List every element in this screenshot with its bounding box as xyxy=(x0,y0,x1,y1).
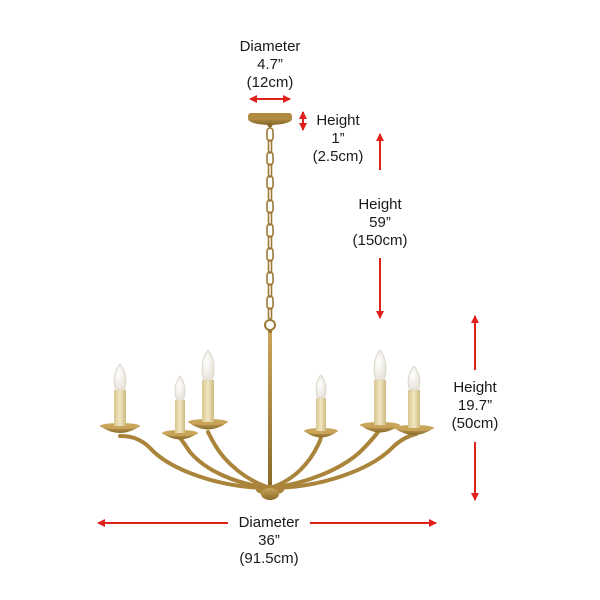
fixture-height-label: Height 19.7” (50cm) xyxy=(442,379,508,433)
fixture-diameter-metric: (91.5cm) xyxy=(239,550,299,567)
fixture-diameter-imperial: 36” xyxy=(258,532,280,549)
chain-height-imperial: 59” xyxy=(369,214,391,231)
chain-height-label: Height 59” (150cm) xyxy=(345,196,415,250)
fixture-height-metric: (50cm) xyxy=(451,415,499,432)
center-rod xyxy=(268,333,272,485)
chandelier-arms xyxy=(118,430,418,490)
candle-light-1 xyxy=(100,363,140,433)
canopy-diameter-metric: (12cm) xyxy=(246,74,294,91)
fixture-height-title: Height xyxy=(453,379,497,396)
candle-light-4 xyxy=(304,374,338,438)
canopy-height-title: Height xyxy=(316,112,360,129)
ceiling-canopy xyxy=(248,113,292,128)
candle-light-6 xyxy=(394,365,434,435)
candle-light-5 xyxy=(360,349,400,433)
bottom-finial xyxy=(256,485,284,500)
candle-light-2 xyxy=(162,375,198,440)
canopy-diameter-imperial: 4.7” xyxy=(257,56,283,73)
canopy-height-imperial: 1” xyxy=(331,130,345,147)
chain-height-metric: (150cm) xyxy=(352,232,408,249)
candle-light-3 xyxy=(188,349,228,430)
chain-height-title: Height xyxy=(358,196,402,213)
canopy-diameter-title: Diameter xyxy=(239,38,301,55)
canopy-diameter-label: Diameter 4.7” (12cm) xyxy=(228,38,312,92)
canopy-height-metric: (2.5cm) xyxy=(312,148,364,165)
canopy-height-label: Height 1” (2.5cm) xyxy=(306,112,370,166)
hanging-chain xyxy=(266,127,274,320)
fixture-diameter-title: Diameter xyxy=(238,514,300,531)
fixture-height-imperial: 19.7” xyxy=(457,397,493,414)
fixture-diameter-label: Diameter 36” (91.5cm) xyxy=(224,514,314,568)
ring-connector xyxy=(264,319,276,334)
